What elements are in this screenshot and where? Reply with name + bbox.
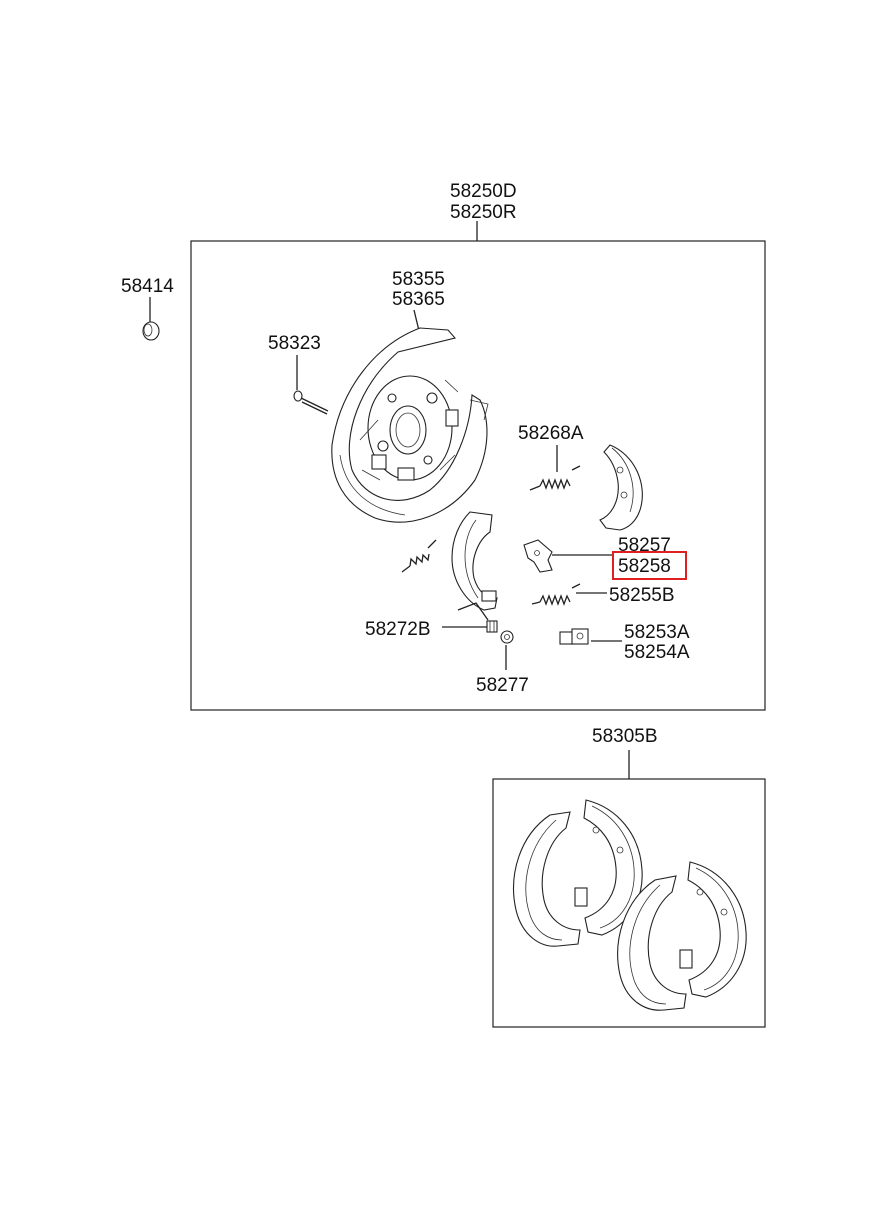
left-spring-part[interactable] [401, 539, 437, 573]
adjuster-spring-part[interactable] [486, 620, 498, 633]
shoe-kit-shoe-1[interactable] [513, 799, 643, 947]
label-58277[interactable]: 58277 [476, 675, 529, 696]
lower-spring-part[interactable] [531, 583, 581, 606]
label-58323[interactable]: 58323 [268, 333, 321, 354]
label-58414[interactable]: 58414 [121, 276, 174, 297]
backing-plate-part[interactable] [331, 327, 489, 523]
label-58355[interactable]: 58355 [392, 269, 445, 290]
shoe-kit-box [492, 778, 766, 1028]
center-shoe-part[interactable] [451, 511, 498, 611]
cap-part[interactable] [142, 321, 160, 341]
label-58257[interactable]: 58257 [618, 535, 671, 556]
lever-part[interactable] [523, 539, 553, 573]
label-58272B[interactable]: 58272B [365, 619, 431, 640]
label-58365[interactable]: 58365 [392, 289, 445, 310]
label-58253A[interactable]: 58253A [624, 622, 690, 643]
assembly-box [190, 240, 766, 711]
label-58250R[interactable]: 58250R [450, 202, 517, 223]
highlight-box [612, 551, 687, 580]
label-58250D[interactable]: 58250D [450, 181, 517, 202]
nut-part[interactable] [500, 630, 514, 644]
right-shoe-part[interactable] [599, 444, 643, 531]
label-58268A[interactable]: 58268A [518, 423, 584, 444]
adjuster-part[interactable] [559, 628, 589, 645]
label-58254A[interactable]: 58254A [624, 642, 690, 663]
shoe-kit-shoe-2[interactable] [617, 861, 747, 1011]
label-58258[interactable]: 58258 [618, 556, 671, 577]
label-58305B[interactable]: 58305B [592, 726, 658, 747]
upper-spring-part[interactable] [529, 465, 581, 491]
label-58255B[interactable]: 58255B [609, 585, 675, 606]
pin-part[interactable] [293, 390, 329, 415]
